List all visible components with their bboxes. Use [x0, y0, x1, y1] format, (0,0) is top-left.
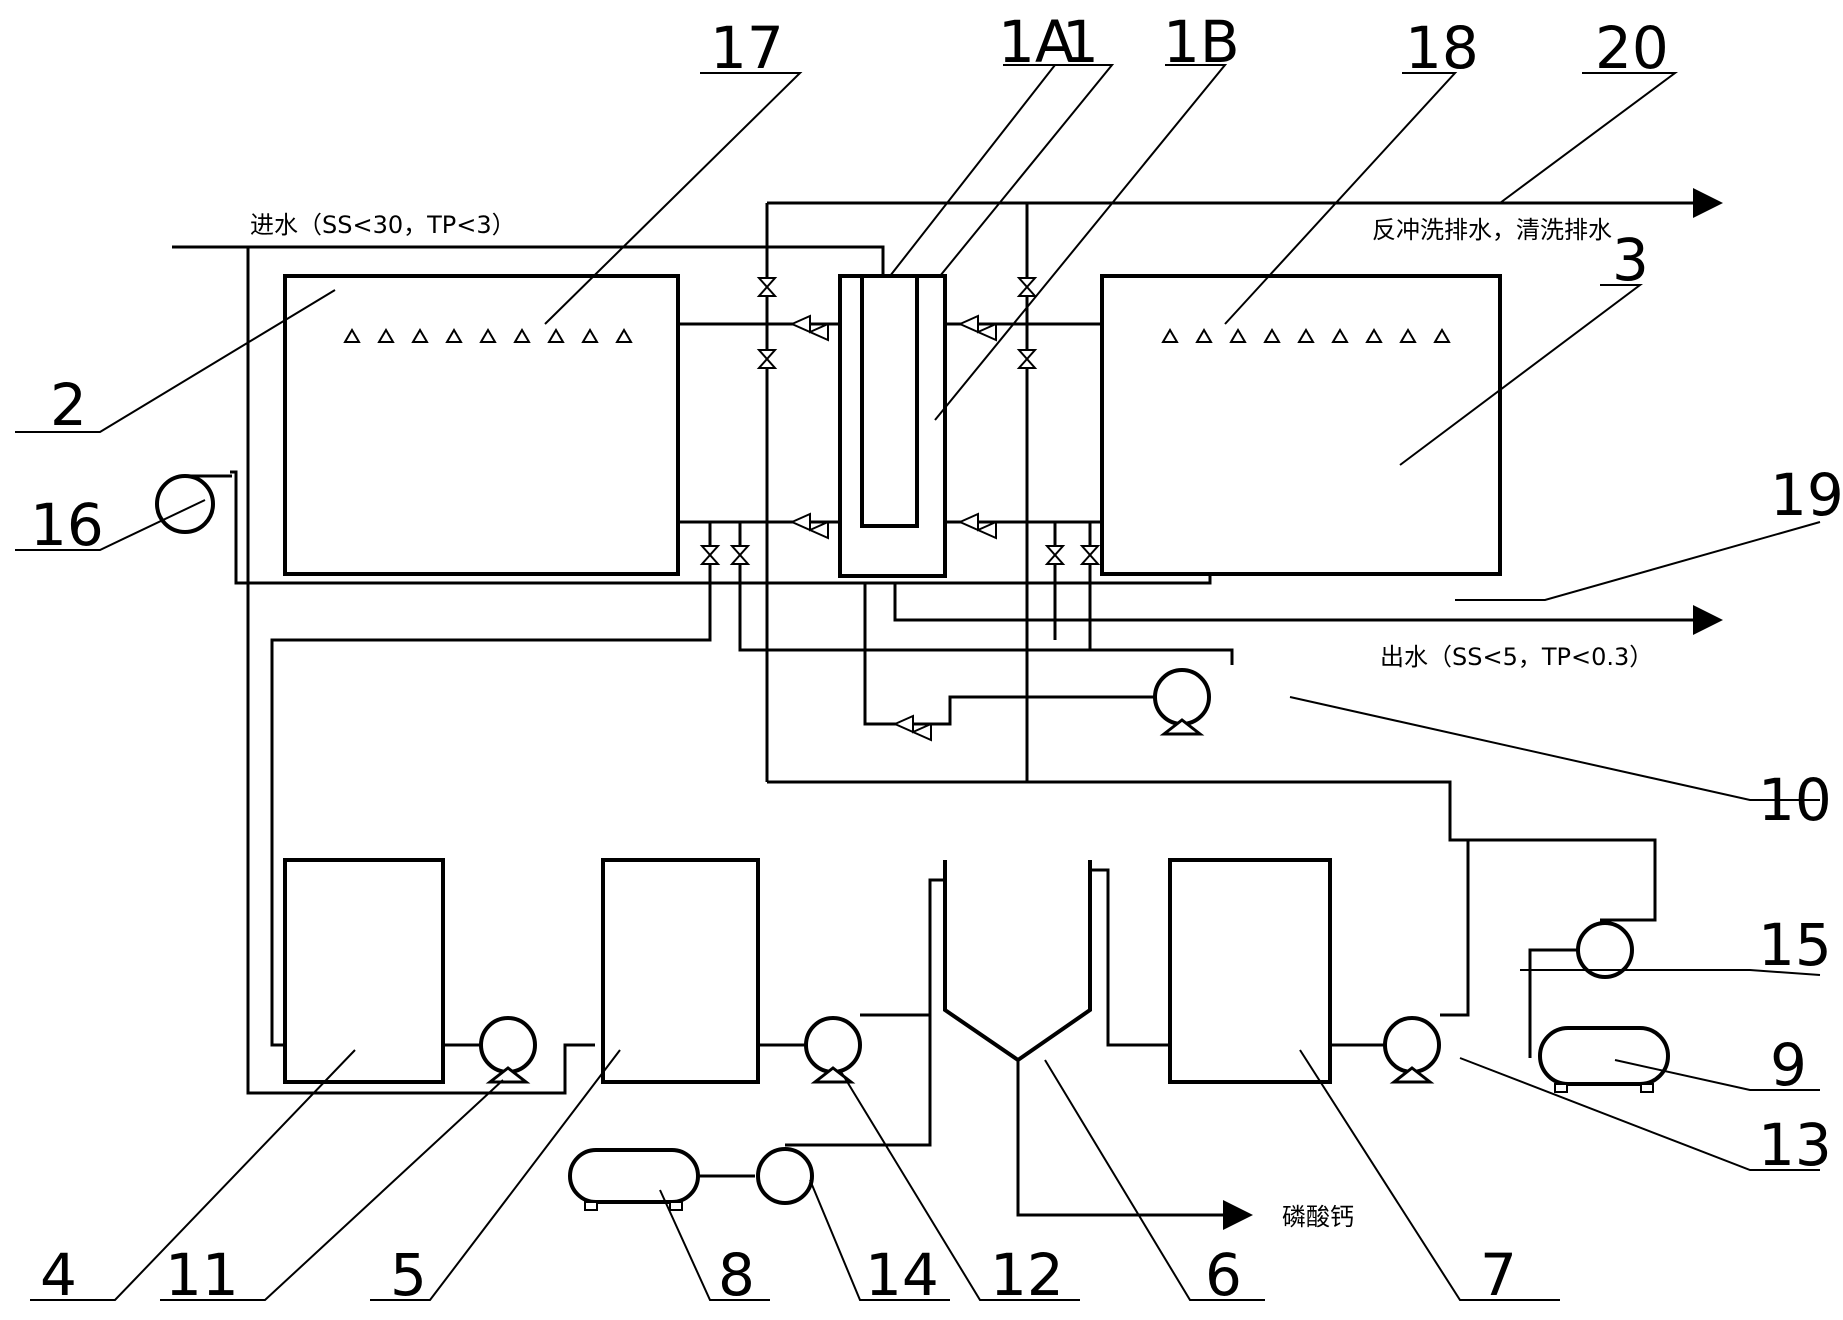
label-12: 12 [990, 1241, 1064, 1309]
valve [789, 314, 829, 342]
tank-4 [283, 858, 445, 1084]
label-4: 4 [40, 1241, 77, 1309]
blower-16 [155, 474, 232, 534]
pump-12 [804, 1016, 862, 1084]
valve [1079, 545, 1101, 565]
label-13: 13 [1758, 1111, 1832, 1179]
valve [957, 512, 997, 540]
label-14: 14 [865, 1241, 939, 1309]
tank-5 [601, 858, 760, 1084]
label-19: 19 [1770, 461, 1843, 529]
valves [699, 277, 1101, 742]
product-note: 磷酸钙 [1282, 1203, 1354, 1231]
label-10: 10 [1758, 766, 1832, 834]
filter-tank-2 [283, 274, 680, 576]
inlet-note: 进水（SS<30，TP<3） [250, 211, 516, 239]
label-1A: 1A [998, 8, 1075, 76]
valve [1016, 277, 1038, 297]
pump-13 [1383, 1016, 1441, 1084]
pump-15 [1576, 921, 1634, 979]
label-20: 20 [1595, 14, 1669, 82]
outlet-note: 出水（SS<5，TP<0.3） [1380, 643, 1653, 671]
label-5: 5 [390, 1241, 427, 1309]
pump-10 [1153, 668, 1211, 736]
spray-nozzles-18 [1161, 328, 1451, 343]
label-16: 16 [30, 491, 104, 559]
valve [1016, 349, 1038, 369]
valve [1044, 545, 1066, 565]
valve [957, 314, 997, 342]
dosing-tank-9 [1538, 1026, 1670, 1093]
label-6: 6 [1205, 1241, 1242, 1309]
label-2: 2 [50, 371, 87, 439]
pump-11 [443, 1016, 537, 1084]
backwash-note: 反冲洗排水，清洗排水 [1372, 216, 1612, 244]
valve [789, 512, 829, 540]
pipe-network [172, 188, 1723, 1230]
valve [729, 545, 751, 565]
reactor-6 [943, 860, 1092, 1063]
label-1: 1 [1062, 8, 1099, 76]
tank-7 [1168, 858, 1332, 1084]
valve [756, 349, 778, 369]
label-3: 3 [1612, 226, 1649, 294]
filter-tank-3 [1100, 274, 1502, 576]
valve [699, 545, 721, 565]
labels: 1 1A 1B 17 18 20 3 2 16 19 10 15 9 13 4 … [30, 8, 1843, 1309]
label-7: 7 [1480, 1241, 1517, 1309]
label-8: 8 [718, 1241, 755, 1309]
leader-lines [15, 64, 1821, 1301]
label-9: 9 [1770, 1031, 1807, 1099]
valve [892, 714, 932, 742]
label-18: 18 [1405, 14, 1479, 82]
inner-chamber-1A [860, 274, 919, 528]
dosing-tank-8 [568, 1148, 700, 1211]
label-15: 15 [1758, 911, 1832, 979]
pump-14 [756, 1147, 814, 1205]
valve [756, 277, 778, 297]
label-1B: 1B [1163, 8, 1240, 76]
spray-nozzles-17 [343, 328, 633, 343]
label-11: 11 [165, 1241, 239, 1309]
label-17: 17 [710, 14, 784, 82]
